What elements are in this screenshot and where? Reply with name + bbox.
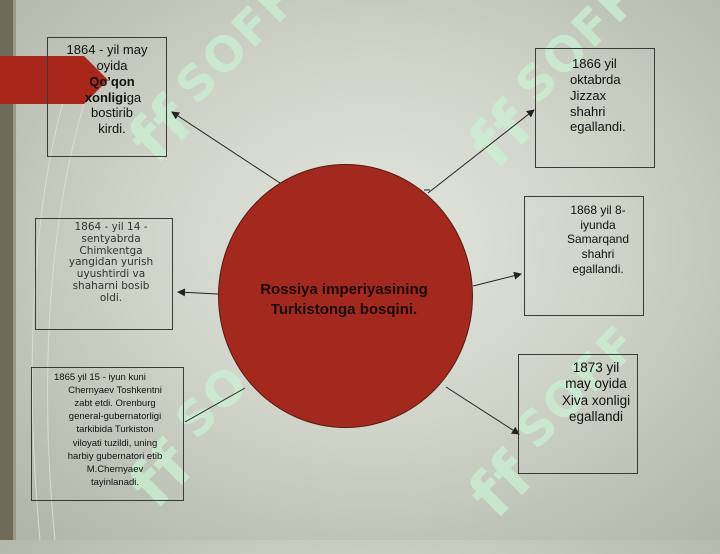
event-box-1865: [31, 367, 184, 501]
arrow-layer: [171, 109, 535, 435]
event-box-1868: [524, 196, 644, 316]
arrow-to-box6: [445, 386, 520, 435]
center-title: Rossiya imperiyasining Turkistonga bosqi…: [233, 280, 455, 319]
event-text-1873: 1873 yil may oyida Xiva xonligi egalland…: [561, 360, 631, 425]
event-text-1866: 1866 yil oktabrda Jizzax shahri egalland…: [570, 56, 626, 135]
arrow-to-box2: [177, 288, 219, 297]
event-box-1864-may: [47, 37, 167, 157]
arrow-to-box1: [171, 111, 281, 184]
arrow-to-box3: [184, 387, 246, 423]
event-text-1865: 1865 yil 15 - iyun kuni Chernyaev Toshke…: [54, 372, 163, 488]
event-box-1864-sept: [35, 218, 173, 330]
decorative-curves: [31, 69, 96, 540]
center-circle: [218, 164, 473, 428]
event-box-1873: [518, 354, 638, 474]
event-text-1864-sept: 1864 - yil 14 - sentyabrda Chimkentga ya…: [68, 221, 154, 304]
event-text-1868: 1868 yil 8- iyunda Samarqand shahri egal…: [566, 203, 630, 276]
left-accent-bar-inner: [13, 0, 16, 540]
event-text-1864-may: 1864 - yil may oyida Qo’qon xonligiga bo…: [66, 42, 148, 137]
red-tab-shape: [0, 56, 108, 104]
event-box-1866: [535, 48, 655, 168]
center-title-line1: Rossiya imperiyasining: [260, 281, 428, 298]
left-accent-bar: [0, 0, 13, 540]
arrow-to-box4: [427, 109, 535, 194]
arrow-to-box5: [472, 271, 522, 287]
center-title-line2: Turkistonga bosqini.: [270, 300, 418, 318]
